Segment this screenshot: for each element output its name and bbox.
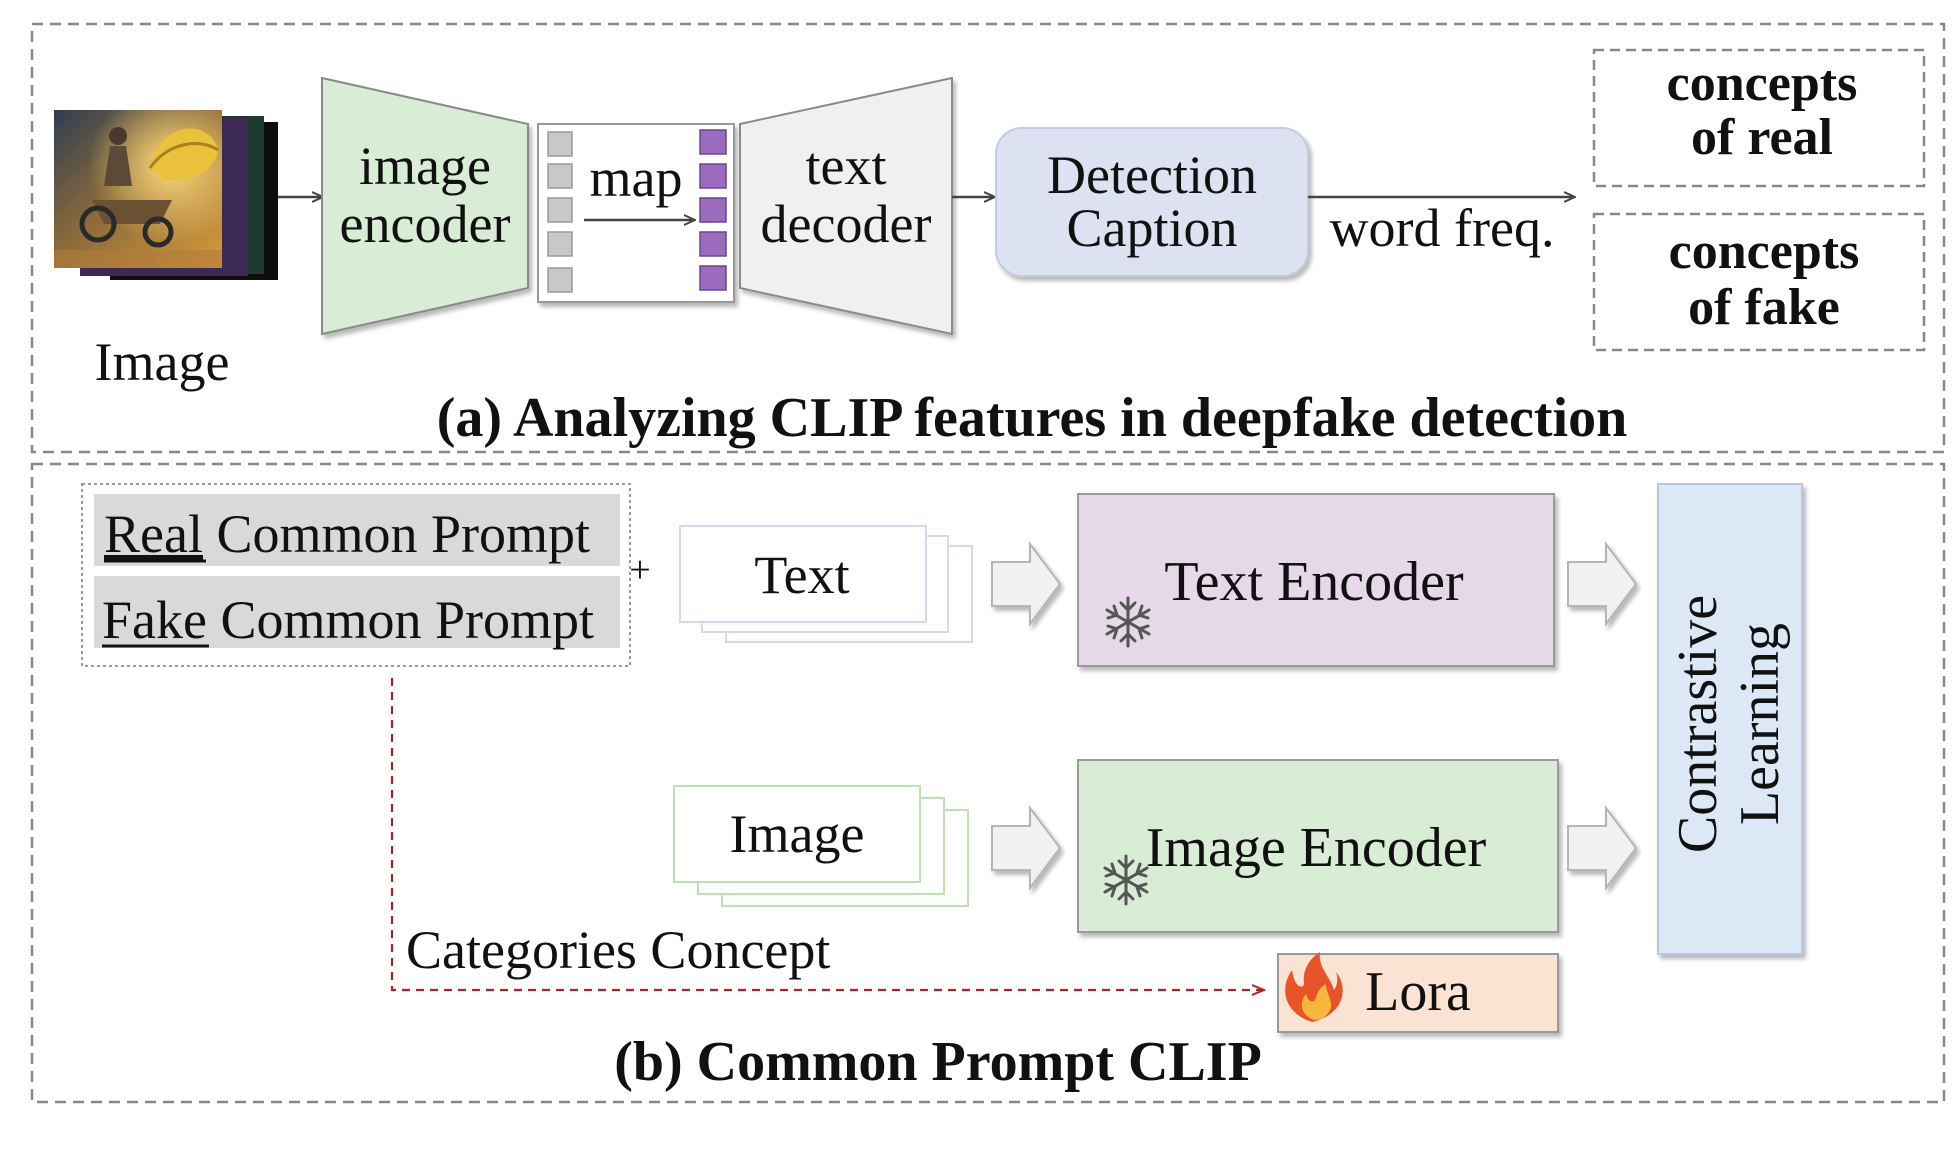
text-decoder-block [739, 76, 953, 336]
concepts-fake-box [1592, 212, 1926, 352]
image-input-stack [673, 785, 969, 907]
panel-b-border [30, 462, 1946, 1104]
contrastive-learning-block [1657, 483, 1803, 955]
real-prompt-keyword: Real [104, 504, 203, 564]
image-encoder-block [321, 76, 529, 336]
fire-icon [1285, 952, 1343, 1022]
plus-sign: + [629, 549, 650, 591]
panel-a-caption: (a) Analyzing CLIP features in deepfake … [437, 387, 1627, 449]
prompt-box [81, 483, 631, 667]
purple-token-column [699, 129, 727, 291]
image-label: Image [95, 332, 230, 392]
concepts-fake-line1: concepts [1669, 223, 1860, 280]
arrow-text-to-encoder [991, 541, 1062, 627]
map-label: map [590, 148, 683, 208]
detection-caption-box [995, 127, 1309, 277]
image-encoder-label-line1: image [359, 136, 491, 196]
image-encoder-block-b [1077, 759, 1559, 933]
categories-concept-label: Categories Concept [406, 920, 830, 980]
image-stack-label: Image [730, 804, 865, 864]
image-encoder-label-line2: encoder [340, 194, 511, 254]
fake-prompt-bg [94, 576, 620, 648]
contrastive-label-line2: Learning [1729, 623, 1791, 825]
categories-concept-connector [390, 678, 1264, 990]
detection-caption-line2: Caption [1067, 198, 1238, 258]
fake-prompt-keyword: Fake [102, 590, 207, 650]
word-freq-label: word freq. [1330, 198, 1555, 258]
concepts-real-line1: concepts [1667, 55, 1858, 112]
gray-token-column [547, 131, 573, 293]
contrastive-label-line1: Contrastive [1667, 595, 1729, 853]
real-prompt-rest: Common Prompt [203, 504, 590, 564]
fake-prompt-rest: Common Prompt [207, 590, 594, 650]
arrow-text-encoder-to-contrastive [1567, 541, 1638, 627]
block-arrows [991, 541, 1638, 891]
image-thumbnail-icon [54, 110, 278, 280]
real-prompt-bg [94, 494, 620, 566]
lora-label: Lora [1365, 961, 1471, 1023]
panel-b-caption: (b) Common Prompt CLIP [614, 1031, 1262, 1093]
text-stack-label: Text [754, 545, 849, 605]
text-input-stack [679, 525, 973, 643]
text-encoder-label: Text Encoder [1164, 551, 1464, 613]
concepts-fake-line2: of fake [1688, 279, 1840, 336]
real-common-prompt: Real Common Prompt [104, 504, 590, 564]
text-decoder-label-line2: decoder [761, 194, 932, 254]
arrow-image-encoder-to-contrastive [1567, 805, 1638, 891]
text-encoder-block [1077, 493, 1555, 667]
concepts-real-line2: of real [1691, 109, 1833, 166]
fake-common-prompt: Fake Common Prompt [102, 590, 594, 650]
concepts-real-box [1592, 48, 1926, 188]
panel-a-border [30, 22, 1946, 454]
image-encoder-label-b: Image Encoder [1146, 817, 1487, 879]
text-decoder-label-line1: text [806, 136, 887, 196]
detection-caption-line1: Detection [1047, 145, 1257, 205]
arrow-image-to-encoder [991, 805, 1062, 891]
